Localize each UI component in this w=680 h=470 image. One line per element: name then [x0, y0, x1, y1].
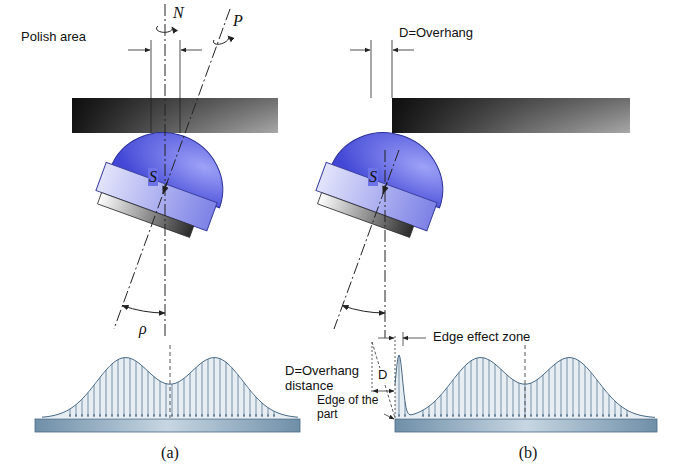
- workpiece: [72, 98, 278, 133]
- rotation-arrows: [156, 26, 228, 44]
- pressure-arrow: [471, 361, 472, 417]
- annotation-label: Edge of the part: [316, 394, 384, 422]
- pressure-arrow: [226, 362, 227, 417]
- pressure-arrow: [609, 395, 610, 417]
- pressure-arrow: [477, 358, 478, 417]
- pressure-arrow: [214, 358, 215, 417]
- pressure-arrow: [220, 359, 221, 417]
- pressure-arrow: [549, 369, 550, 417]
- pressure-arrow: [244, 383, 245, 417]
- annotation-label: D=Overhang: [398, 26, 474, 41]
- pressure-arrow: [256, 397, 257, 417]
- workpiece-section: [35, 419, 300, 432]
- pressure-arrow: [603, 388, 604, 417]
- symbol-label: ρ: [138, 320, 148, 338]
- annotation-label: D: [377, 368, 388, 383]
- symbol-label: S: [368, 168, 378, 186]
- pressure-arrow: [118, 360, 119, 417]
- pressure-arrow: [585, 366, 586, 417]
- pressure-arrow: [148, 371, 149, 417]
- pressure-arrow: [250, 390, 251, 417]
- pressure-arrow: [621, 406, 622, 417]
- pressure-arrow: [429, 406, 430, 417]
- pressure-arrow: [196, 368, 197, 417]
- pressure-arrow: [405, 402, 406, 417]
- pressure-arrow: [519, 383, 520, 417]
- tilt-angle-arc: [122, 306, 385, 314]
- pressure-arrow: [453, 380, 454, 417]
- annotation-label: D=Overhang distance: [284, 364, 368, 394]
- pressure-arrow: [627, 410, 628, 417]
- annotation-label: Polish area: [20, 30, 87, 45]
- pressure-arrow: [495, 364, 496, 417]
- pressure-arrow: [561, 360, 562, 417]
- pressure-arrow: [184, 378, 185, 417]
- panel-caption: (b): [518, 444, 539, 462]
- pressure-arrow: [94, 385, 95, 417]
- pressure-arrow: [597, 380, 598, 417]
- pressure-arrow: [130, 358, 131, 417]
- pressure-arrow: [483, 358, 484, 417]
- pressure-curve: [395, 355, 655, 417]
- overhang-dimension: [350, 40, 414, 98]
- pressure-arrow: [208, 359, 209, 417]
- pressure-arrow: [238, 375, 239, 417]
- pressure-arrow: [142, 366, 143, 417]
- pressure-arrow: [507, 375, 508, 417]
- panel-caption: (a): [160, 444, 180, 462]
- pressure-arrow: [615, 401, 616, 417]
- pressure-arrow: [513, 380, 514, 417]
- symbol-label: S: [148, 168, 158, 186]
- pressure-arrow: [399, 355, 400, 417]
- pressure-arrow: [262, 403, 263, 417]
- pressure-arrow: [88, 392, 89, 417]
- pressure-arrow: [501, 369, 502, 417]
- pressure-arrow: [591, 372, 592, 417]
- pressure-arrow: [459, 372, 460, 417]
- symbol-label: N: [172, 4, 185, 22]
- workpiece: [392, 98, 630, 133]
- pressure-arrow: [441, 395, 442, 417]
- pressure-arrow: [555, 364, 556, 417]
- pressure-arrow: [543, 375, 544, 417]
- axis-lines: [114, 4, 399, 338]
- pressure-arrow: [82, 399, 83, 417]
- pressure-arrow: [202, 363, 203, 417]
- pressure-arrow: [423, 410, 424, 417]
- pressure-arrow: [100, 377, 101, 417]
- pressure-arrow: [537, 380, 538, 417]
- pressure-arrow: [76, 405, 77, 417]
- pressure-arrow: [136, 361, 137, 417]
- pressure-arrow: [160, 381, 161, 417]
- pressure-arrow: [268, 408, 269, 417]
- pressure-arrow: [106, 370, 107, 417]
- pressure-arrow: [172, 384, 173, 417]
- pressure-arrow: [447, 388, 448, 417]
- symbol-label: P: [232, 12, 244, 30]
- pressure-arrow: [166, 384, 167, 417]
- pressure-arrow: [573, 358, 574, 417]
- pressure-arrow: [489, 360, 490, 417]
- pressure-arrow: [435, 401, 436, 417]
- pressure-arrow: [232, 368, 233, 417]
- pressure-arrow: [178, 382, 179, 417]
- pressure-arrow: [531, 383, 532, 417]
- pressure-arrow: [274, 411, 275, 417]
- pressure-arrow: [465, 366, 466, 417]
- pressure-arrow: [124, 358, 125, 417]
- annotation-label: Edge effect zone: [432, 330, 531, 345]
- workpiece-section: [395, 419, 657, 432]
- pressure-arrow: [579, 361, 580, 417]
- polish-area-dimension: [128, 40, 202, 133]
- pressure-arrow: [70, 409, 71, 417]
- pressure-arrow: [567, 358, 568, 417]
- pressure-arrow: [154, 377, 155, 417]
- pressure-arrow: [190, 373, 191, 417]
- pressure-arrow: [112, 364, 113, 417]
